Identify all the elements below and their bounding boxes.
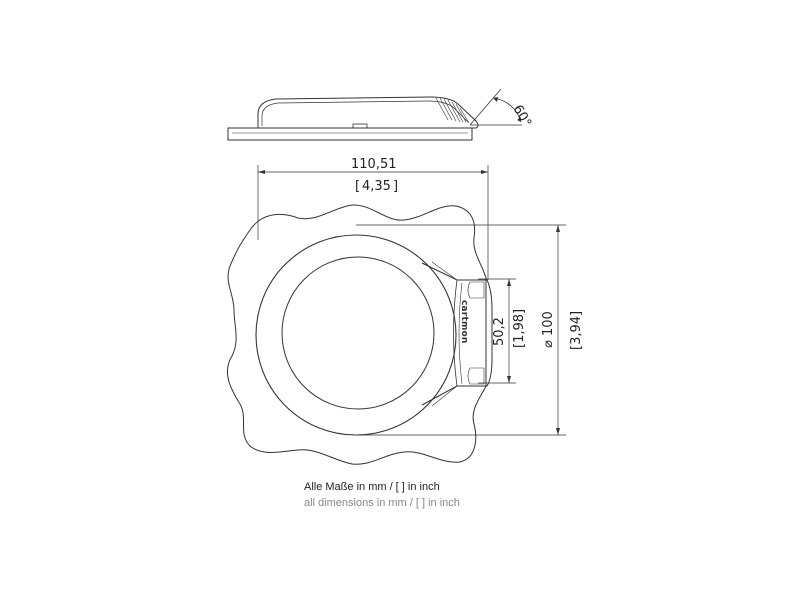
dimension-lines [257, 165, 566, 436]
diameter-symbol-icon: ⌀ [541, 340, 556, 348]
caption-german: Alle Maße in mm / [ ] in inch [304, 481, 440, 493]
angle-label: 60° [510, 103, 535, 130]
width-mm-label: 110,51 [351, 157, 397, 172]
width-in-label: 4,35 [362, 179, 391, 194]
inner-height-in-label: [1,98] [512, 309, 527, 348]
width-in-bracket-right: ] [393, 179, 398, 194]
product-logo: cartmon [459, 300, 469, 344]
side-view [227, 88, 522, 141]
side-view-shoulder [435, 97, 470, 124]
wavy-flange-outline [227, 204, 487, 465]
outer-diameter-in-label: [3,94] [569, 311, 584, 350]
outer-diameter-label: ⌀ 100 [541, 311, 556, 348]
width-in-bracket-left: [ [355, 179, 360, 194]
top-view [227, 204, 493, 465]
caption-english: all dimensions in mm / [ ] in inch [304, 497, 460, 509]
inner-height-mm-label: 50,2 [492, 317, 507, 346]
